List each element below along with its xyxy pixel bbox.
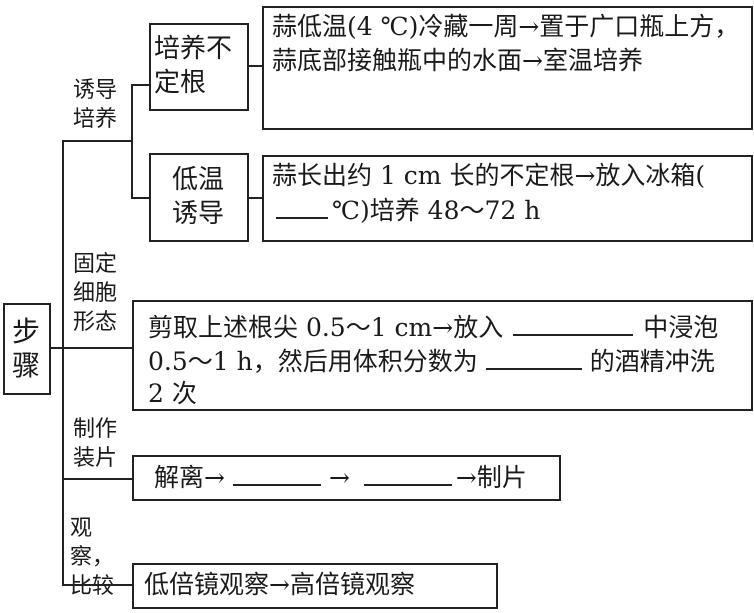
detail-text: →制片	[455, 463, 527, 492]
detail-text: 蒜低温(4 ℃)冷藏一周→置于广口瓶上方，蒜底部接触瓶中的水面→室温培养	[272, 12, 740, 75]
detail-text: →	[328, 463, 350, 492]
blank-alcohol-concentration[interactable]	[485, 344, 582, 370]
step-detail: 低倍镜观察→高倍镜观察	[132, 563, 498, 609]
connector	[62, 347, 133, 349]
detail-text: 剪取上述根尖 0.5～1 cm→放入	[148, 313, 504, 342]
connector	[131, 197, 151, 199]
detail-text: 中浸泡0.5～1 h，然后用体积分数为	[148, 313, 719, 376]
step-detail: 解离→ → →制片	[132, 455, 561, 501]
blank-step-3[interactable]	[363, 460, 452, 486]
detail-text: 解离→	[154, 463, 225, 492]
step-detail: 蒜长出约 1 cm 长的不定根→放入冰箱( ℃)培养 48～72 h	[262, 155, 753, 242]
detail-text: ℃)培养 48～72 h	[332, 196, 541, 225]
connector	[249, 197, 263, 199]
step-box-low-temp	[149, 153, 249, 242]
connector	[131, 84, 151, 86]
blank-fixative[interactable]	[513, 310, 634, 336]
connector	[62, 140, 133, 142]
detail-text: 蒜长出约 1 cm 长的不定根→放入冰箱(	[272, 161, 706, 190]
root-box	[3, 303, 51, 395]
branch-label-fix: 固定细胞形态	[73, 252, 118, 335]
detail-text: 的酒精冲洗 2 次	[148, 347, 715, 408]
blank-step-2[interactable]	[232, 460, 321, 486]
root-label: 步骤	[12, 315, 41, 382]
connector	[131, 84, 133, 199]
branch-label-observe: 观察，比较	[70, 516, 115, 599]
connector	[249, 65, 263, 67]
step-box-culture-roots	[149, 23, 249, 111]
step-detail: 蒜低温(4 ℃)冷藏一周→置于广口瓶上方，蒜底部接触瓶中的水面→室温培养	[262, 6, 753, 130]
main-trunk	[62, 140, 64, 586]
detail-text: 低倍镜观察→高倍镜观察	[144, 570, 415, 599]
connector	[50, 347, 64, 349]
branch-label-induce: 诱导培养	[73, 78, 118, 132]
connector	[62, 478, 133, 480]
step-detail: 剪取上述根尖 0.5～1 cm→放入中浸泡0.5～1 h，然后用体积分数为的酒精…	[132, 300, 753, 411]
step-name: 培养不定根	[154, 34, 233, 98]
step-name: 低温诱导	[172, 165, 225, 229]
connector	[62, 584, 133, 586]
blank-temperature[interactable]	[276, 193, 328, 219]
branch-label-slide: 制作装片	[73, 417, 118, 471]
